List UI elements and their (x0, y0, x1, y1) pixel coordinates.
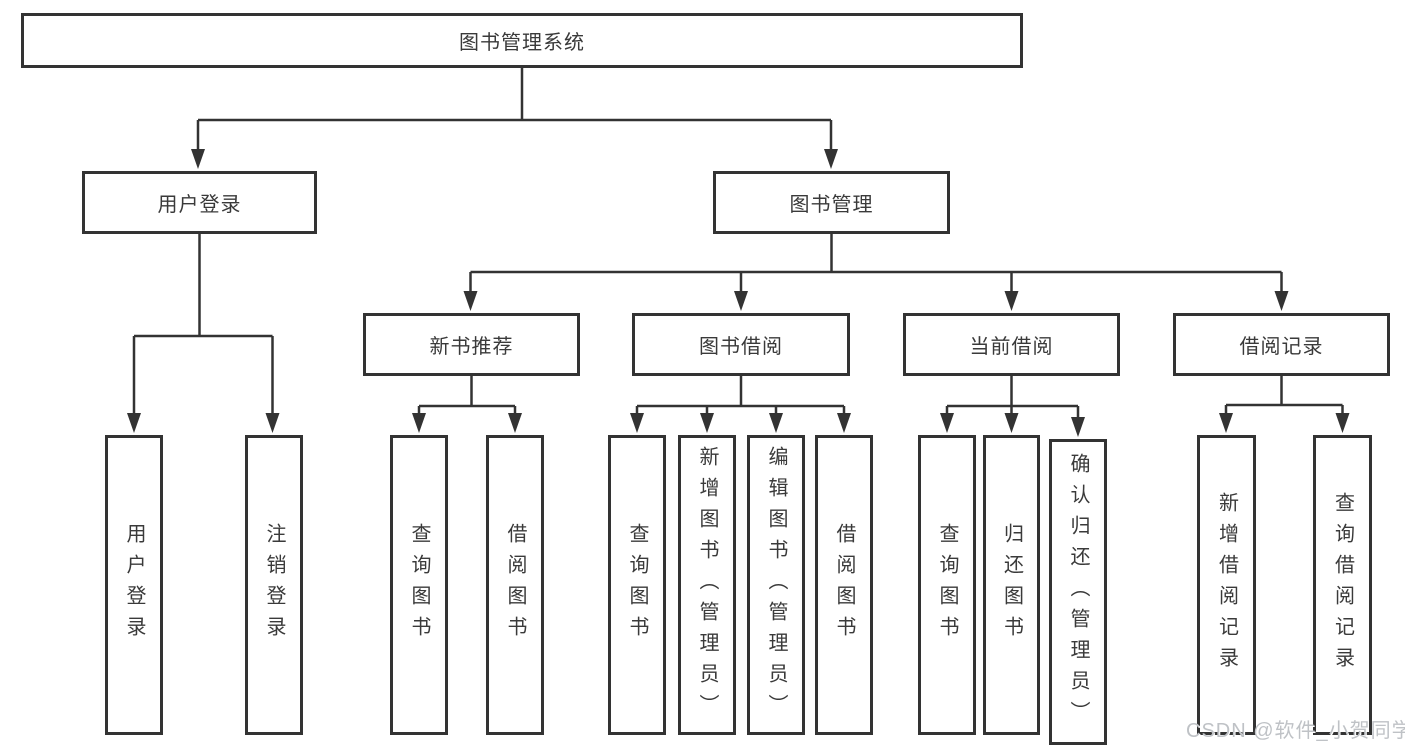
node-borrow-records: 借阅记录 (1173, 313, 1390, 376)
leaf-borrow-books-label: 借阅图书 (833, 523, 855, 647)
leaf-query-borrow-record: 查询借阅记录 (1313, 435, 1372, 735)
leaf-query-books-current: 查询图书 (918, 435, 976, 735)
leaf-query-books-recommend-label: 查询图书 (408, 523, 430, 647)
node-book-management: 图书管理 (713, 171, 950, 234)
leaf-confirm-return-admin-label: 确认归还（管理员） (1067, 452, 1089, 732)
leaf-confirm-return-admin: 确认归还（管理员） (1049, 439, 1107, 745)
leaf-borrow-books: 借阅图书 (815, 435, 873, 735)
node-new-book-recommend: 新书推荐 (363, 313, 580, 376)
leaf-query-borrow-record-label: 查询借阅记录 (1331, 492, 1354, 678)
leaf-user-login: 用户登录 (105, 435, 163, 735)
leaf-logout-login: 注销登录 (245, 435, 303, 735)
csdn-watermark: CSDN @软件_小贺同学 (1186, 720, 1405, 742)
node-book-borrow: 图书借阅 (632, 313, 850, 376)
leaf-query-books-borrow: 查询图书 (608, 435, 666, 735)
leaf-borrow-books-recommend: 借阅图书 (486, 435, 544, 735)
leaf-edit-books-admin: 编辑图书（管理员） (747, 435, 805, 735)
leaf-add-borrow-record-label: 新增借阅记录 (1215, 492, 1238, 678)
leaf-query-books-current-label: 查询图书 (936, 523, 958, 647)
leaf-query-books-borrow-label: 查询图书 (626, 523, 648, 647)
leaf-add-books-admin: 新增图书（管理员） (678, 435, 736, 735)
leaf-return-books-label: 归还图书 (1000, 523, 1023, 647)
leaf-add-borrow-record: 新增借阅记录 (1197, 435, 1256, 735)
leaf-return-books: 归还图书 (983, 435, 1040, 735)
node-library-management-system: 图书管理系统 (21, 13, 1023, 68)
leaf-add-books-admin-label: 新增图书（管理员） (696, 445, 718, 725)
leaf-edit-books-admin-label: 编辑图书（管理员） (765, 445, 787, 725)
node-user-login: 用户登录 (82, 171, 317, 234)
node-current-borrow: 当前借阅 (903, 313, 1120, 376)
arrowheads (127, 149, 1350, 437)
leaf-borrow-books-recommend-label: 借阅图书 (504, 523, 526, 647)
leaf-query-books-recommend: 查询图书 (390, 435, 448, 735)
leaf-logout-login-label: 注销登录 (263, 523, 285, 647)
leaf-user-login-label: 用户登录 (123, 523, 145, 647)
